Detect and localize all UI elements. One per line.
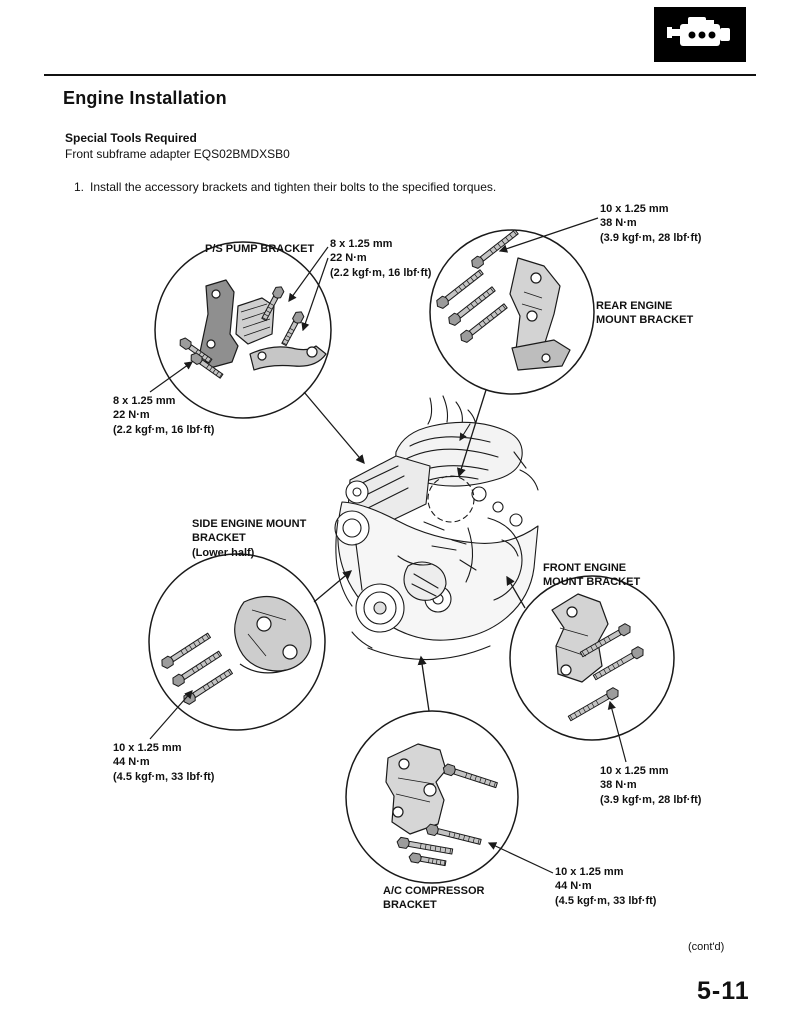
- ps-pump-lower-torque-spec: 8 x 1.25 mm 22 N·m (2.2 kgf·m, 16 lbf·ft…: [113, 395, 215, 436]
- ps-upper-leader-arrow-2: [301, 257, 329, 332]
- front-mount-torque-spec: 10 x 1.25 mm 38 N·m (3.9 kgf·m, 28 lbf·f…: [600, 765, 702, 806]
- front-mount-leader-arrow: [607, 700, 627, 763]
- rear-mount-bracket-drawing: [433, 227, 571, 371]
- engine-icon: [654, 7, 746, 62]
- torque-leader-arrows: [149, 217, 627, 874]
- page-number: 5-11: [697, 977, 750, 1005]
- front-mount-bracket-drawing: [551, 593, 647, 724]
- ac-compressor-leader-arrow: [487, 842, 554, 874]
- ps-pump-bracket-drawing: [177, 279, 327, 381]
- rear-engine-mount-bracket-label: REAR ENGINE MOUNT BRACKET: [596, 300, 694, 327]
- ac-compressor-connector-line: [417, 655, 430, 712]
- side-mount-connector-line: [313, 570, 353, 603]
- header-rule: [44, 74, 756, 76]
- ps-pump-connector-line: [303, 391, 365, 465]
- ac-compressor-bracket-drawing: [385, 743, 499, 869]
- step-1: 1. Install the accessory brackets and tig…: [74, 180, 496, 194]
- rear-mount-leader-arrow: [498, 217, 599, 253]
- page-title: Engine Installation: [63, 88, 227, 108]
- front-mount-connector-line: [506, 575, 526, 609]
- ps-lower-leader-arrow: [149, 361, 194, 393]
- ps-upper-leader-arrow-1: [288, 246, 329, 303]
- engine-icon-graphic: [654, 7, 746, 62]
- rear-mount-torque-spec: 10 x 1.25 mm 38 N·m (3.9 kgf·m, 28 lbf·f…: [600, 203, 702, 244]
- side-mount-leader-arrow: [149, 690, 193, 740]
- continued-note: (cont'd): [688, 941, 725, 953]
- side-mount-torque-spec: 10 x 1.25 mm 44 N·m (4.5 kgf·m, 33 lbf·f…: [113, 742, 215, 783]
- side-engine-mount-bracket-label: SIDE ENGINE MOUNT BRACKET (Lower half): [192, 518, 307, 559]
- front-engine-mount-bracket-label: FRONT ENGINE MOUNT BRACKET: [543, 562, 641, 589]
- ac-compressor-torque-spec: 10 x 1.25 mm 44 N·m (4.5 kgf·m, 33 lbf·f…: [555, 866, 657, 907]
- engine-illustration: [334, 395, 539, 661]
- step-1-text: Install the accessory brackets and tight…: [90, 180, 497, 194]
- rear-mount-callout-circle: [429, 229, 595, 395]
- side-mount-bracket-drawing: [158, 595, 312, 707]
- ac-compressor-bracket-label: A/C COMPRESSOR BRACKET: [383, 885, 485, 912]
- ps-pump-bracket-label: P/S PUMP BRACKET: [205, 243, 315, 255]
- special-tools-item: Front subframe adapter EQS02BMDXSB0: [65, 147, 290, 161]
- special-tools-heading: Special Tools Required: [65, 131, 197, 145]
- ps-pump-upper-torque-spec: 8 x 1.25 mm 22 N·m (2.2 kgf·m, 16 lbf·ft…: [330, 238, 432, 279]
- step-1-number: 1.: [74, 180, 85, 194]
- rear-mount-connector-line: [456, 389, 487, 478]
- callout-connector-lines: [303, 389, 526, 712]
